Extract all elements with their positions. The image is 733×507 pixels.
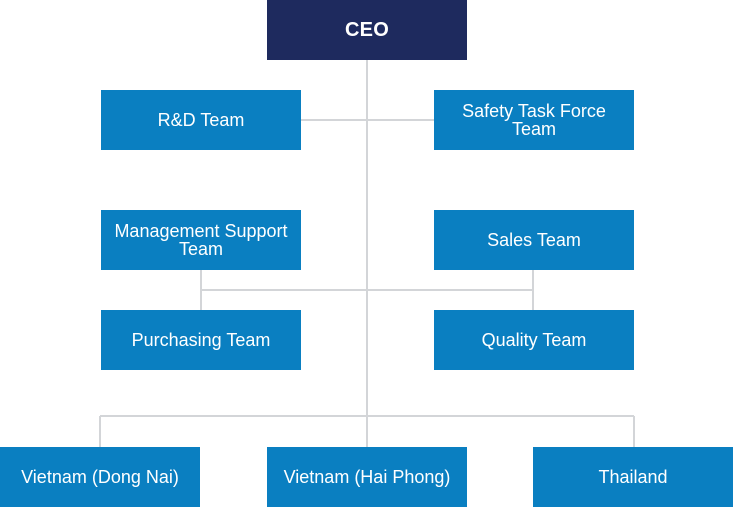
safety-task-force-team-label: Safety Task Force Team xyxy=(462,101,606,139)
thailand-box: Thailand xyxy=(533,447,733,507)
vietnam-dong-nai-label: Vietnam (Dong Nai) xyxy=(21,467,179,487)
rd-team-label: R&D Team xyxy=(157,110,245,130)
sales-team-label: Sales Team xyxy=(487,230,581,250)
vietnam-dong-nai-box: Vietnam (Dong Nai) xyxy=(0,447,200,507)
thailand-label: Thailand xyxy=(598,467,668,487)
vietnam-hai-phong-box: Vietnam (Hai Phong) xyxy=(267,447,467,507)
quality-team-label: Quality Team xyxy=(481,330,587,350)
safety-task-force-team-box: Safety Task Force Team xyxy=(434,90,634,150)
management-support-team-box: Management Support Team xyxy=(101,210,301,270)
management-support-team-label: Management Support Team xyxy=(114,221,288,259)
quality-team-box: Quality Team xyxy=(434,310,634,370)
purchasing-team-label: Purchasing Team xyxy=(131,330,271,350)
ceo-box: CEO xyxy=(267,0,467,60)
sales-team-box: Sales Team xyxy=(434,210,634,270)
rd-team-box: R&D Team xyxy=(101,90,301,150)
purchasing-team-box: Purchasing Team xyxy=(101,310,301,370)
vietnam-hai-phong-label: Vietnam (Hai Phong) xyxy=(283,467,451,487)
ceo-label: CEO xyxy=(345,19,389,41)
